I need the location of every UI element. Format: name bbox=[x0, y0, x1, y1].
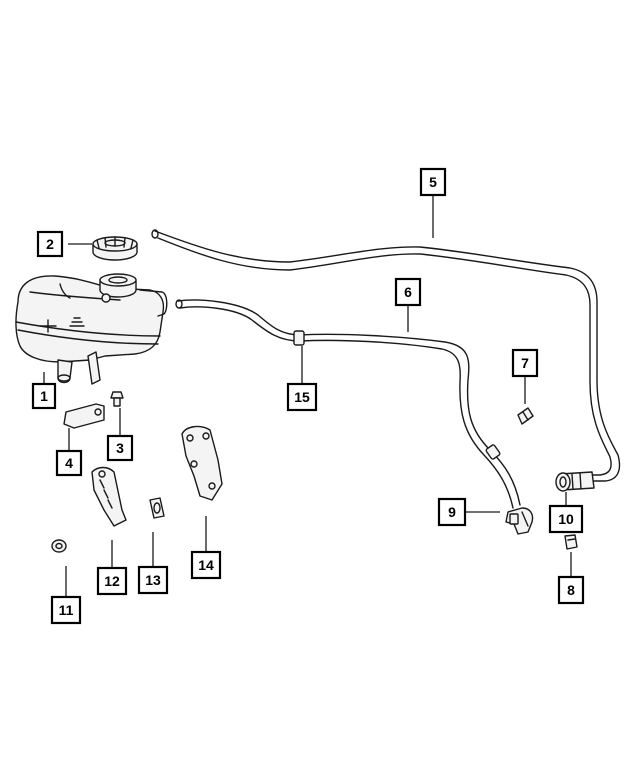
callout-label: 15 bbox=[294, 389, 310, 405]
callout-11: 11 bbox=[50, 595, 82, 625]
callout-label: 3 bbox=[116, 440, 124, 456]
cap-part-2 bbox=[92, 236, 138, 261]
callout-8: 8 bbox=[557, 575, 585, 605]
callout-label: 10 bbox=[558, 511, 574, 527]
callout-5: 5 bbox=[419, 167, 447, 197]
callout-9: 9 bbox=[437, 497, 467, 527]
clip-part-8 bbox=[564, 534, 578, 550]
callout-3: 3 bbox=[106, 434, 134, 462]
hose-part-6 bbox=[175, 299, 521, 509]
callout-13: 13 bbox=[137, 565, 169, 595]
callout-15: 15 bbox=[286, 382, 318, 412]
callout-label: 12 bbox=[104, 573, 120, 589]
hose-part-5 bbox=[151, 229, 621, 482]
callout-2: 2 bbox=[36, 230, 64, 258]
callout-1: 1 bbox=[31, 382, 57, 410]
bracket-part-14 bbox=[181, 425, 223, 501]
callout-label: 4 bbox=[65, 455, 73, 471]
clip-part-7 bbox=[517, 407, 534, 425]
nut-part-11 bbox=[51, 539, 67, 553]
callout-label: 9 bbox=[448, 504, 456, 520]
bolt-part-3 bbox=[110, 391, 124, 407]
callout-label: 1 bbox=[40, 388, 48, 404]
callout-14: 14 bbox=[190, 550, 222, 580]
callout-7: 7 bbox=[511, 348, 539, 378]
bracket-part-4 bbox=[63, 403, 105, 429]
bracket-part-12 bbox=[91, 466, 127, 527]
leader-lines bbox=[43, 195, 572, 597]
callout-label: 6 bbox=[404, 284, 412, 300]
callout-label: 14 bbox=[198, 557, 214, 573]
callout-12: 12 bbox=[96, 566, 128, 596]
callout-6: 6 bbox=[394, 277, 422, 307]
callout-label: 11 bbox=[59, 602, 74, 618]
callout-10: 10 bbox=[548, 504, 584, 534]
connector-part-10 bbox=[555, 471, 595, 492]
callout-4: 4 bbox=[55, 449, 83, 477]
callout-label: 7 bbox=[521, 355, 529, 371]
callout-label: 5 bbox=[429, 174, 437, 190]
callout-label: 2 bbox=[46, 236, 54, 252]
reservoir-part-1 bbox=[15, 273, 168, 385]
grommet-part-13 bbox=[149, 497, 165, 519]
callout-label: 8 bbox=[567, 582, 575, 598]
callout-label: 13 bbox=[145, 572, 161, 588]
connector-part-9 bbox=[505, 507, 534, 535]
